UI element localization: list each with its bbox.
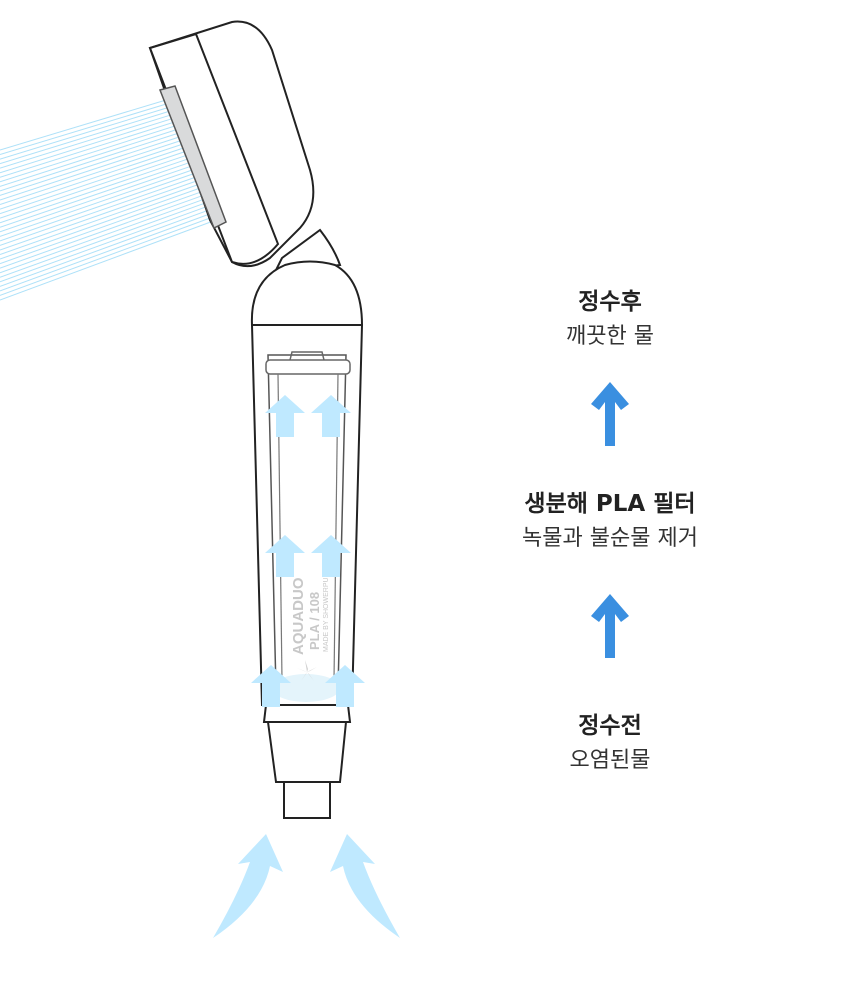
hose-connector [283, 781, 331, 819]
handle-collar [262, 704, 352, 723]
handle-bottom [266, 721, 348, 783]
inner-flow-arrow [325, 665, 365, 707]
spray-line [0, 110, 171, 165]
spray-line [0, 183, 202, 256]
stage-before-title: 정수전 [578, 713, 642, 739]
leaf-logo [297, 660, 317, 681]
inner-flow-arrow [265, 395, 305, 437]
shower-head-face [158, 85, 227, 230]
intake-arrow-left [213, 834, 283, 938]
spray-line [0, 204, 211, 283]
flow-arrow-upper [591, 382, 629, 446]
spray-line [0, 103, 168, 156]
spray-line [0, 154, 189, 219]
spray-line [0, 172, 197, 242]
spray-line [0, 121, 176, 178]
spray-line [0, 128, 179, 187]
spray-line [0, 197, 208, 274]
maker-mark: MADE BY SHOWERPURE [323, 567, 330, 652]
water-spray [0, 99, 217, 301]
inner-flow-arrow [311, 395, 351, 437]
shower-handle [250, 260, 364, 819]
stage-before-subtitle: 오염된물 [569, 748, 651, 773]
stage-after-subtitle: 깨끗한 물 [566, 324, 654, 349]
spray-line [0, 186, 203, 260]
filter-media [272, 674, 340, 702]
spray-line [0, 161, 192, 228]
spray-line [0, 139, 183, 201]
spray-line [0, 132, 180, 192]
inner-flow-arrow [251, 665, 291, 707]
spray-line [0, 99, 167, 151]
spray-line [0, 175, 198, 246]
stage-filter-title: 생분해 PLA 필터 [524, 491, 696, 517]
spray-line [0, 164, 194, 233]
flow-arrow-lower [591, 594, 629, 658]
inner-flow-arrow [311, 535, 351, 577]
inner-flow-arrows [251, 395, 365, 707]
spray-line [0, 215, 215, 296]
inner-flow-arrow [265, 535, 305, 577]
spray-line [0, 135, 182, 196]
spray-line [0, 194, 206, 269]
spray-line [0, 219, 217, 301]
shower-neck [273, 228, 342, 274]
spray-line [0, 201, 209, 278]
spray-line [0, 117, 174, 174]
stage-after-title: 정수후 [578, 289, 642, 315]
spray-line [0, 179, 200, 251]
spray-line [0, 124, 177, 183]
filter-cap [265, 359, 351, 375]
shower-head-rim [148, 32, 280, 265]
intake-arrow-right [330, 834, 400, 938]
flow-arrow-lower-shape [591, 594, 629, 658]
flow-arrow-upper-shape [591, 382, 629, 446]
spray-line [0, 157, 191, 224]
spray-line [0, 190, 205, 265]
spray-line [0, 106, 170, 160]
intake-arrows [213, 834, 400, 938]
spray-line [0, 150, 188, 215]
product-markings: AQUADUO PLA / 108 MADE BY SHOWERPURE [290, 567, 330, 681]
spray-line [0, 114, 173, 169]
shower-head [148, 20, 342, 274]
spray-line [0, 146, 186, 210]
brand-mark: AQUADUO [290, 577, 307, 655]
filter-cap-notch [289, 351, 325, 361]
spray-line [0, 143, 185, 206]
spray-line [0, 212, 214, 292]
model-mark: PLA / 108 [307, 592, 322, 650]
handle-top [250, 260, 364, 326]
stage-filter-subtitle: 녹물과 불순물 제거 [522, 526, 698, 551]
spray-line [0, 208, 212, 287]
spray-line [0, 168, 195, 237]
